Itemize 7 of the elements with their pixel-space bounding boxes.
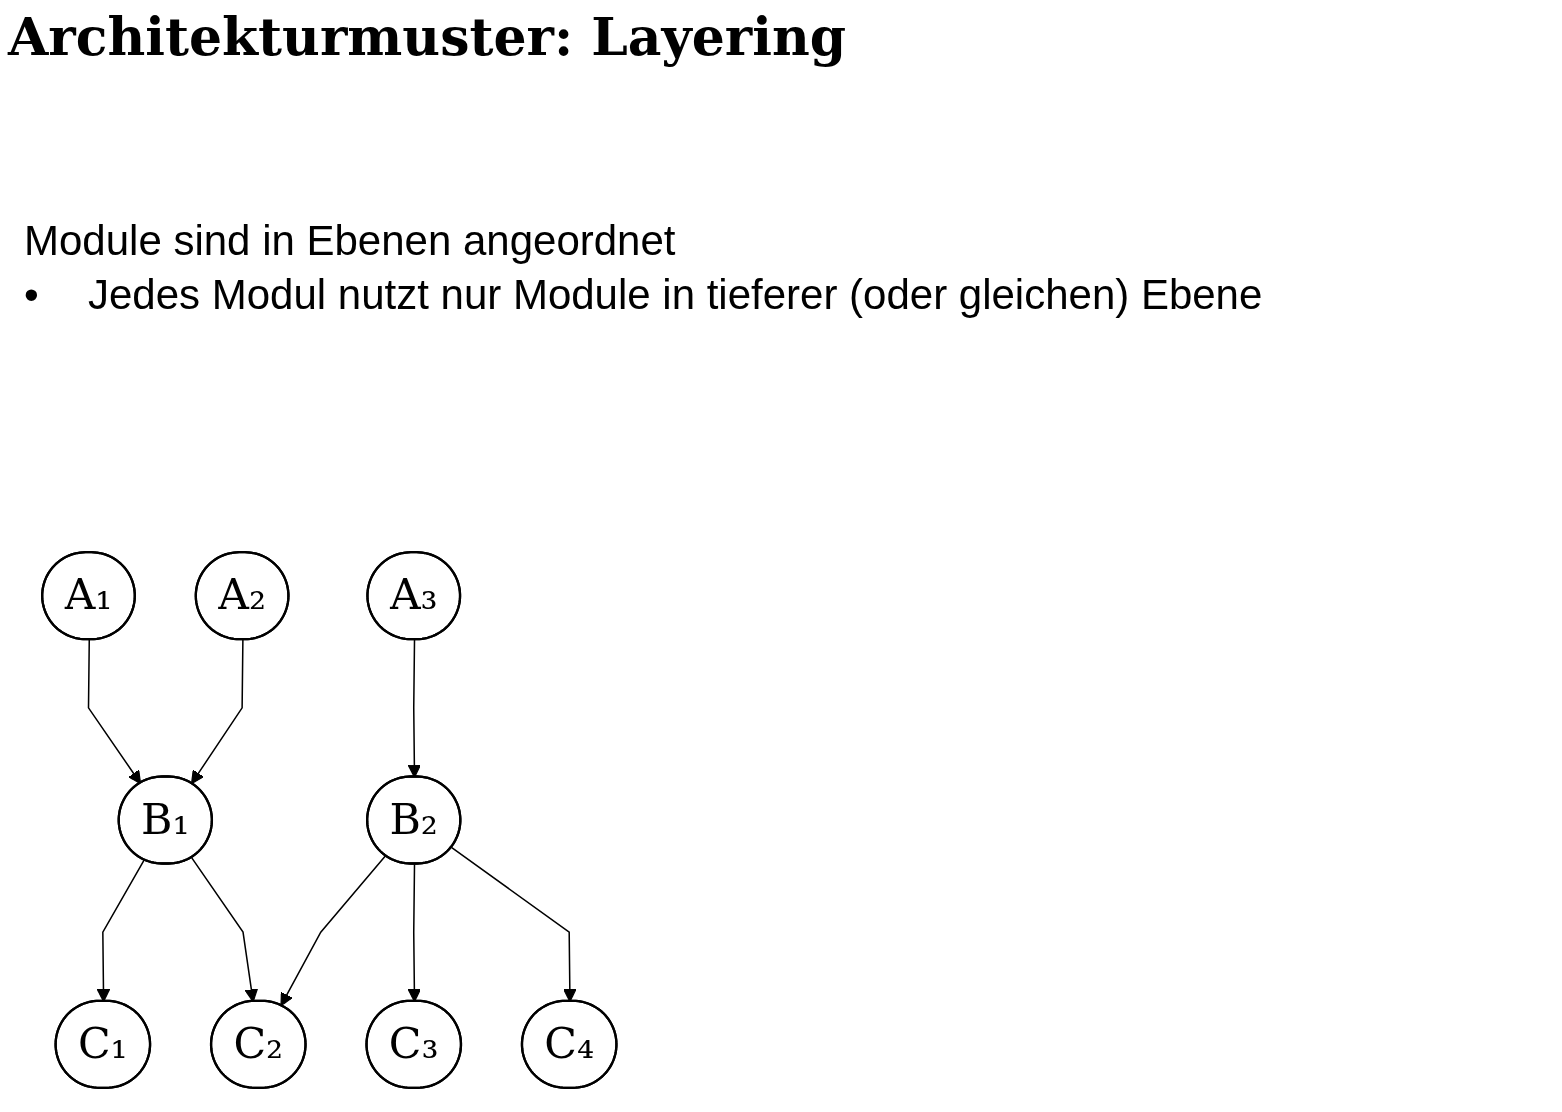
arrow (280, 854, 387, 1007)
arrow (87, 639, 142, 785)
slide-title: Architekturmuster: Layering (8, 6, 847, 67)
intro-text: Module sind in Ebenen angeordnet (24, 217, 676, 265)
bullet-mark: • (24, 271, 40, 319)
arrow (190, 639, 244, 785)
bullet-text: Jedes Modul nutzt nur Module in tieferer (oder gleichen) Ebene (88, 271, 1263, 319)
